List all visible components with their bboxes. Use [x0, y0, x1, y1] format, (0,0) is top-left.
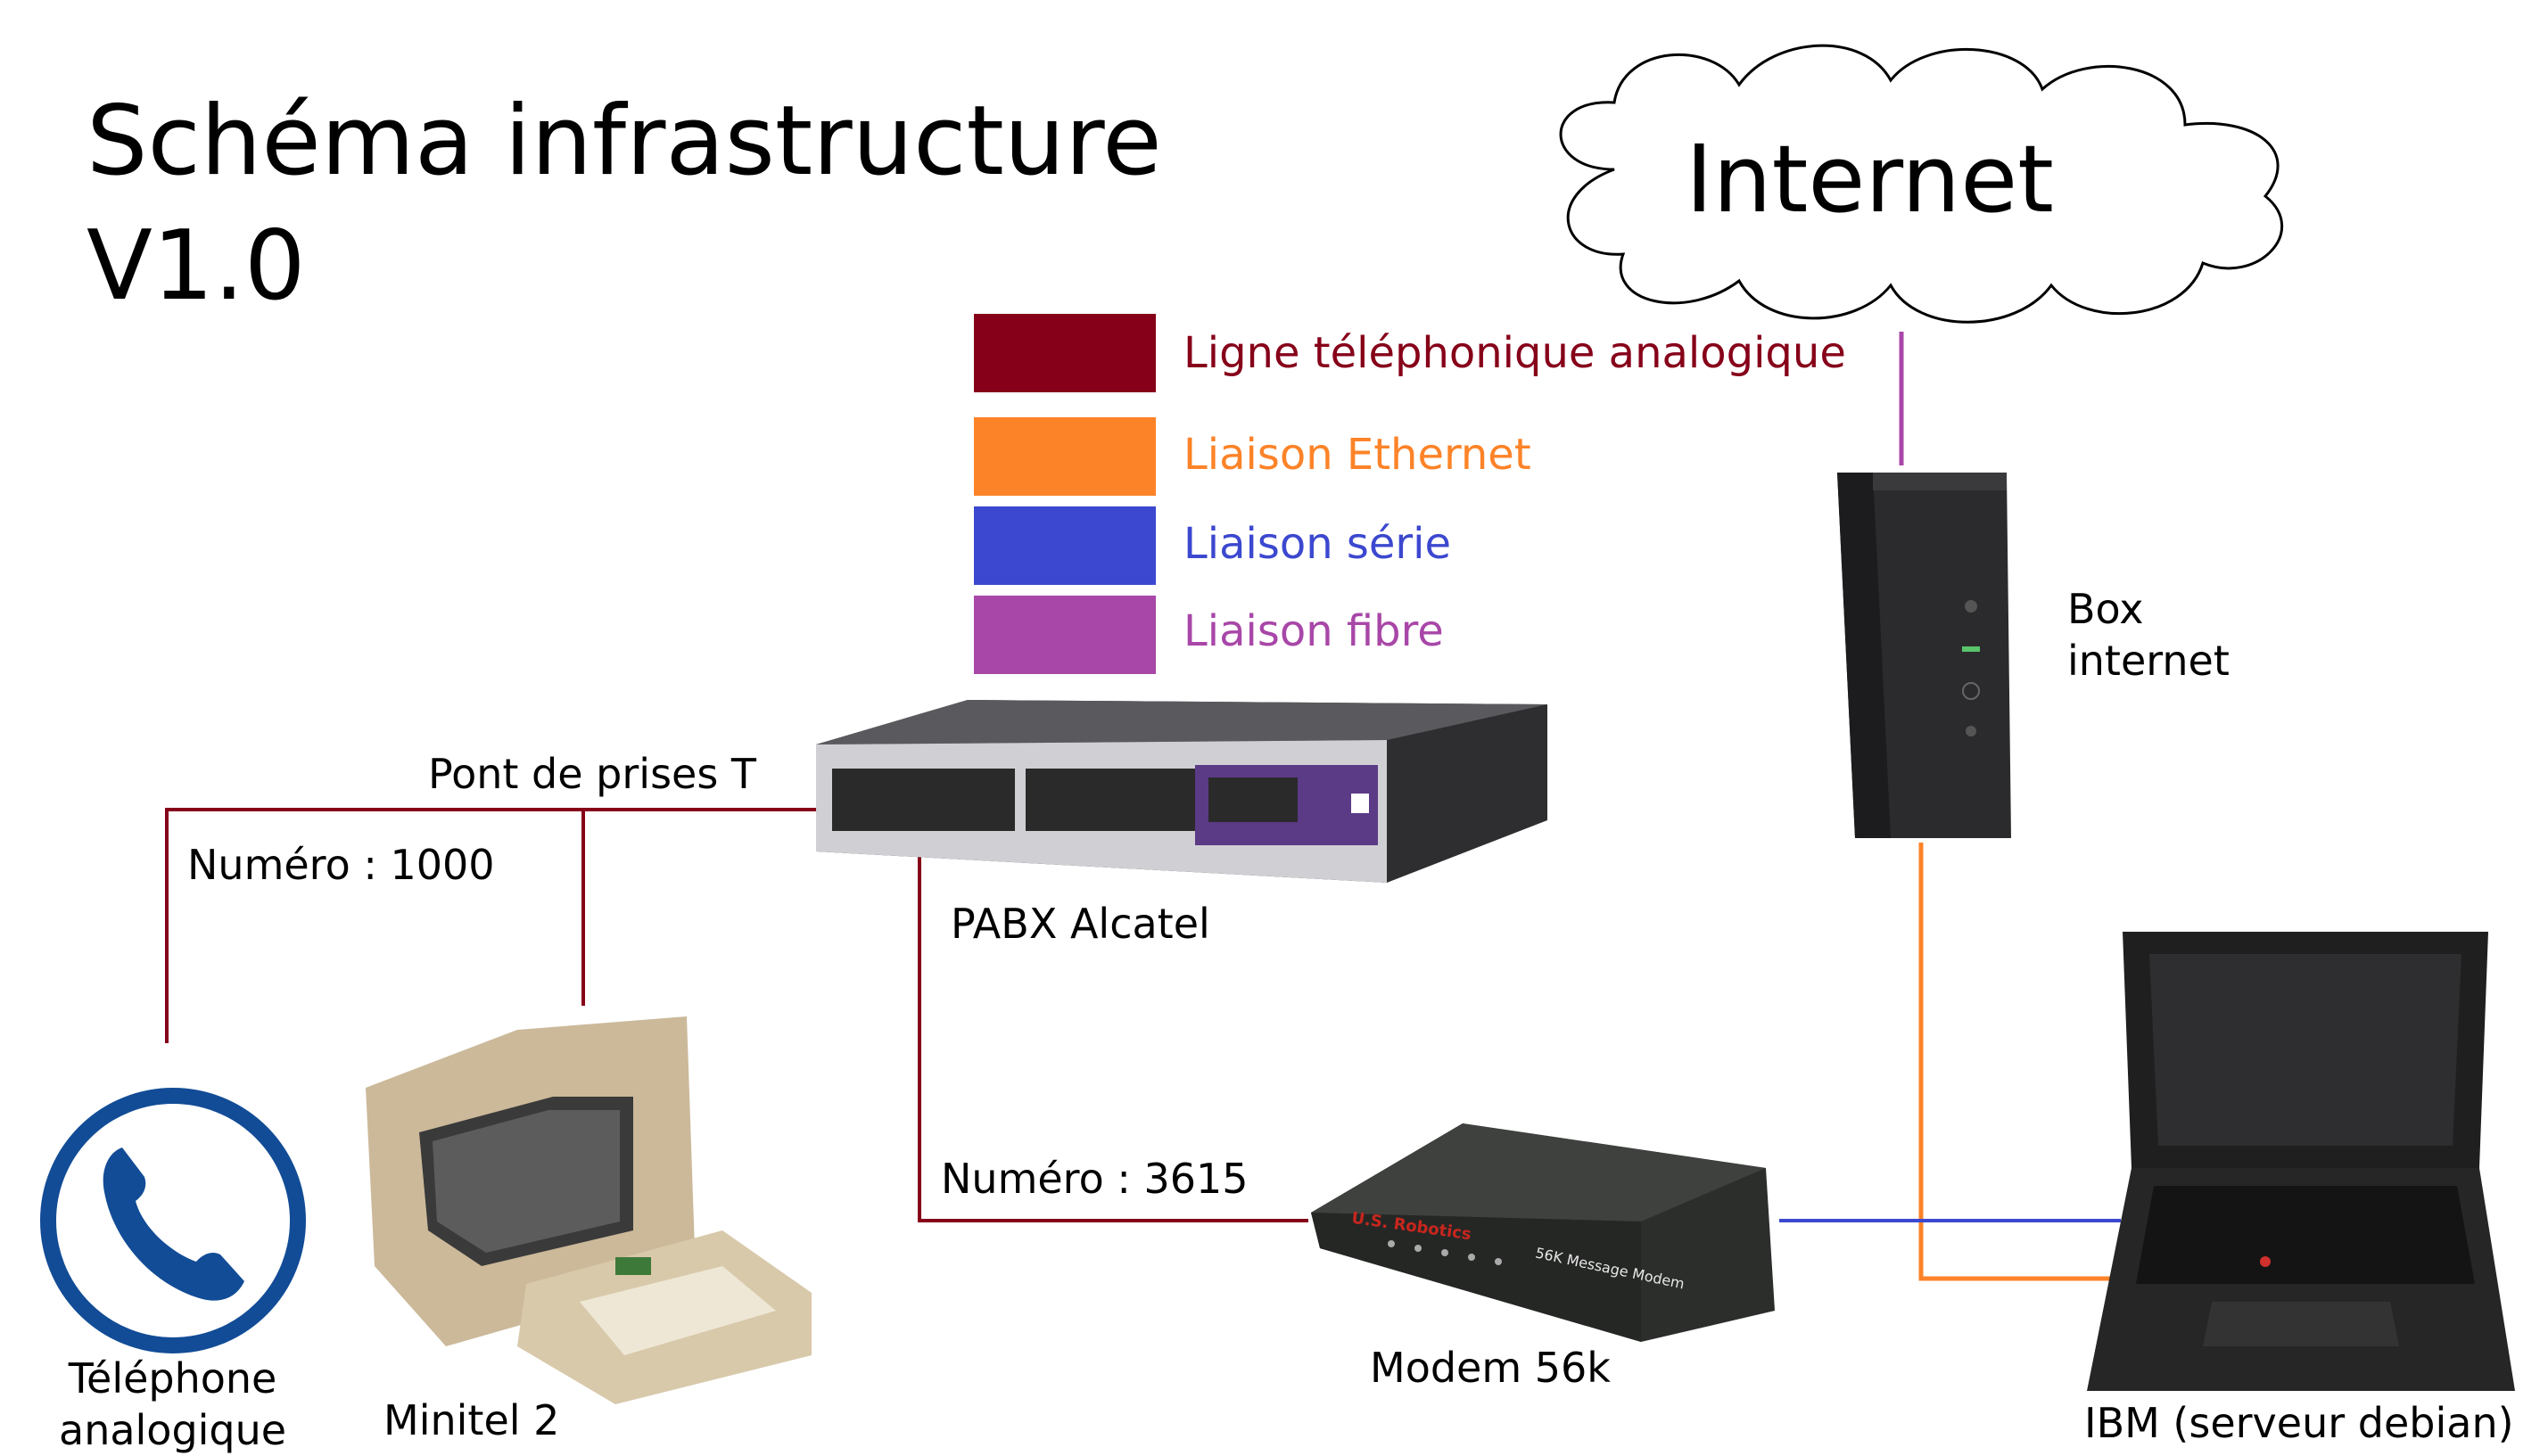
- box-label-line-1: Box: [2067, 585, 2144, 633]
- modem-label: Modem 56k: [1370, 1344, 1611, 1392]
- laptop-icon: [2087, 932, 2515, 1391]
- internet-cloud: Internet: [1507, 18, 2337, 348]
- analog-line-telephone: [165, 808, 870, 1043]
- legend-label-fibre: Liaison fibre: [1183, 606, 1444, 656]
- legend-swatch-ethernet: [974, 417, 1156, 496]
- pabx-device: [816, 695, 1547, 887]
- telephone-label-line-1: Téléphone: [68, 1354, 277, 1403]
- internet-box: [1819, 464, 2016, 847]
- title-line-1: Schéma infrastructure: [87, 86, 1162, 197]
- number-3615-label: Numéro : 3615: [941, 1155, 1249, 1203]
- title-line-2: V1.0: [87, 210, 306, 322]
- cloud-icon: [1559, 44, 2284, 324]
- telephone-label: Téléphone analogique: [59, 1353, 286, 1456]
- internet-box-label: Box internet: [2067, 584, 2230, 687]
- router-box-icon: [1837, 473, 2011, 838]
- legend-swatch-analog: [974, 314, 1156, 392]
- ibm-laptop: [2078, 927, 2524, 1413]
- bridge-label: Pont de prises T: [428, 750, 757, 798]
- modem-device: U.S. Robotics 56K Message Modem: [1302, 1097, 1784, 1346]
- pabx-label: PABX Alcatel: [951, 900, 1210, 948]
- cloud-label: Internet: [1686, 125, 2054, 234]
- minitel-icon: [366, 1016, 812, 1404]
- diagram-title: Schéma infrastructure: [87, 94, 1162, 190]
- ibm-label: IBM (serveur debian): [2084, 1399, 2514, 1447]
- box-label-line-2: internet: [2067, 636, 2230, 685]
- pabx-icon: [816, 700, 1547, 883]
- diagram-version: V1.0: [87, 218, 306, 315]
- legend-label-serial: Liaison série: [1183, 519, 1452, 569]
- legend-label-analog: Ligne téléphonique analogique: [1183, 328, 1846, 378]
- minitel-label: Minitel 2: [383, 1396, 560, 1444]
- legend-label-ethernet: Liaison Ethernet: [1183, 430, 1531, 480]
- telephone-device: [37, 1085, 309, 1357]
- legend-swatch-serial: [974, 506, 1156, 585]
- number-1000-label: Numéro : 1000: [187, 841, 495, 889]
- legend-swatch-fibre: [974, 596, 1156, 674]
- telephone-label-line-2: analogique: [59, 1405, 287, 1454]
- modem-icon: [1311, 1123, 1775, 1342]
- minitel-device: [348, 999, 820, 1409]
- ethernet-link-line: [1918, 843, 2127, 1281]
- analog-line-modem: [918, 820, 1308, 1222]
- telephone-icon: [40, 1088, 306, 1353]
